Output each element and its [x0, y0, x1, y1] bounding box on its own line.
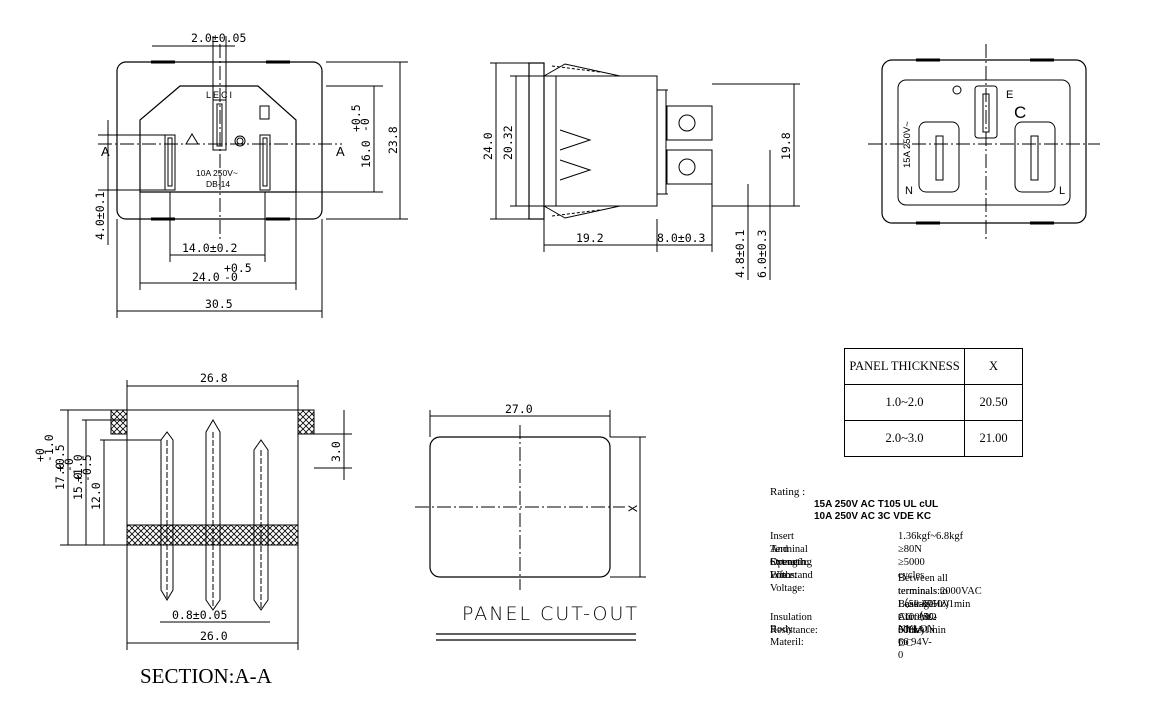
spec-row: Body Materil:	[770, 623, 804, 649]
spec-label: Insert And Extract Force:	[770, 531, 801, 581]
spec-value: terminals to Base:3750V AC（50-60Hz)1min	[898, 586, 950, 636]
table-cell: 21.00	[964, 420, 1023, 457]
section-dim-h2-tol: +0.5	[53, 444, 67, 472]
rear-label-e: E	[1006, 89, 1013, 101]
table-row: 1.0~2.0 20.50	[844, 384, 1023, 421]
spec-label: Body Materil:	[770, 624, 804, 648]
cutout-view	[415, 410, 646, 641]
table-row: 2.0~3.0 21.00	[844, 420, 1023, 457]
spec-row: Terminal Strength:	[770, 543, 809, 569]
front-dim-inner-width-tol: +0.5	[224, 261, 252, 275]
side-dim-right: 19.8	[779, 132, 793, 160]
front-dim-inner-height-tol: +0.5	[349, 104, 363, 132]
section-dim-top: 26.8	[200, 371, 228, 385]
side-dim-body: 19.2	[576, 231, 604, 245]
section-dim-h1-tol-low: -1.0	[42, 434, 56, 462]
front-dim-left: 4.0±0.1	[93, 191, 107, 240]
side-dim-term-w2: 6.0±0.3	[755, 229, 769, 278]
spec-value: Between all terminals:2000VAC（50-60Hz)1m…	[898, 573, 982, 610]
section-dim-h1-tol: +0	[33, 448, 47, 462]
panel-thickness-table: PANEL THICKNESS X 1.0~2.0 20.50 2.0~3.0 …	[844, 348, 1023, 457]
spec-label: Insulation Resistance:	[770, 612, 818, 636]
rear-label-n: N	[905, 185, 913, 197]
front-section-mark-left: A	[101, 144, 110, 159]
section-dim-bottom: 26.0	[200, 629, 228, 643]
spec-label: Withstand Voltage:	[770, 570, 813, 594]
cutout-dim-height: X	[626, 505, 640, 512]
spec-value: NYLON 66 94V-0	[898, 624, 935, 661]
front-dim-height: 23.8	[386, 126, 400, 154]
cutout-title: PANEL CUT-OUT	[462, 603, 639, 625]
spec-row: Insert And Extract Force:	[770, 530, 800, 582]
side-dim-outer: 24.0	[481, 132, 495, 160]
spec-value: 1.36kgf~6.8kgf	[898, 531, 964, 542]
table-header-cell: PANEL THICKNESS	[844, 348, 965, 385]
section-title: SECTION:A-A	[140, 664, 272, 688]
front-dim-inner-width-tol-low: -0	[224, 270, 238, 284]
section-dim-h3: 12.0	[89, 482, 103, 510]
front-dim-pin-spacing: 14.0±0.2	[182, 241, 237, 255]
spec-value: ≥80N	[898, 544, 922, 555]
table-header-row: PANEL THICKNESS X	[844, 348, 1023, 385]
table-cell: 2.0~3.0	[844, 420, 965, 457]
spec-value: ≥100MΩ 500V DC	[898, 612, 937, 649]
section-dim-right: 3.0	[329, 441, 343, 462]
spec-rating-line-2: 10A 250V AC 3C VDE KC	[814, 511, 932, 522]
spec-rating-line-1: 15A 250V AC T105 UL cUL	[814, 499, 939, 510]
front-view	[98, 36, 408, 318]
front-rating-2: DB-14	[206, 179, 230, 189]
table-cell: 1.0~2.0	[844, 384, 965, 421]
spec-label: Operating Life:	[770, 557, 812, 581]
table-cell: 20.50	[964, 384, 1023, 421]
front-section-mark-right: A	[336, 144, 345, 159]
spec-row: Withstand Voltage:	[770, 569, 813, 595]
spec-rating-label: Rating :	[770, 486, 806, 498]
front-rating-1: 10A 250V~	[196, 168, 238, 178]
spec-value: Leakage Current : 1mA	[898, 599, 934, 636]
spec-value: ≥5000 cycles	[898, 557, 925, 581]
rear-rating-vertical: 15A 250V~	[902, 121, 913, 168]
spec-row: Insulation Resistance:	[770, 611, 818, 637]
spec-row: Operating Life:	[770, 556, 812, 582]
rear-view	[868, 44, 1100, 240]
side-dim-terminal: 8.0±0.3	[657, 231, 706, 245]
front-label-leci: LECI	[206, 90, 234, 100]
cutout-dim-width: 27.0	[505, 402, 533, 416]
front-dim-top: 2.0±0.05	[191, 31, 246, 45]
rear-label-c: C	[1014, 103, 1026, 122]
section-dim-pin: 0.8±0.05	[172, 608, 227, 622]
spec-label: Terminal Strength:	[770, 544, 809, 568]
front-dim-inner-height: 16.0	[359, 140, 373, 168]
section-view	[60, 380, 352, 650]
section-dim-h3-tol: +1.0	[71, 454, 85, 482]
front-dim-inner-height-tol-low: -0	[358, 118, 372, 132]
rear-label-l: L	[1059, 185, 1065, 197]
front-dim-inner-width: 24.0	[192, 270, 220, 284]
section-dim-h2-tol-low: -0	[62, 458, 76, 472]
side-dim-inner: 20.32	[501, 125, 515, 160]
section-dim-h2: 15.0	[71, 472, 85, 500]
table-header-cell: X	[964, 348, 1023, 385]
side-dim-term-w1: 4.8±0.1	[733, 229, 747, 278]
section-dim-h1: 17.0	[53, 462, 67, 490]
front-dim-overall-width: 30.5	[205, 297, 233, 311]
side-view	[490, 62, 800, 280]
section-dim-h3-tol-low: -0.5	[80, 454, 94, 482]
